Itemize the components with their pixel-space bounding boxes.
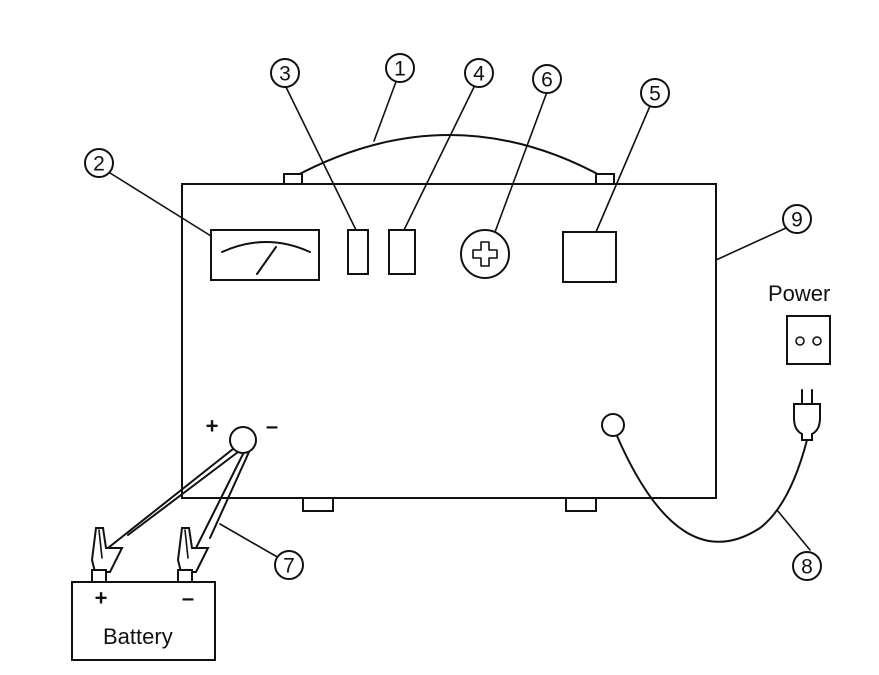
callout-2: 2 (84, 148, 114, 178)
svg-text:7: 7 (283, 555, 295, 578)
battery-label: Battery (103, 624, 173, 649)
svg-text:5: 5 (649, 83, 661, 106)
leader-8 (776, 509, 811, 551)
charger-plus-sign: + (206, 414, 219, 439)
leader-2 (109, 172, 212, 237)
positive-clamp (90, 527, 124, 583)
leader-9 (715, 227, 787, 261)
power-plug (793, 389, 821, 441)
callout-9: 9 (782, 204, 812, 234)
cord-grommet (601, 413, 625, 437)
output-terminal (229, 426, 257, 454)
handle-mount-left (283, 173, 303, 185)
handle-mount-right (595, 173, 615, 185)
callout-7: 7 (274, 550, 304, 580)
leader-6 (494, 91, 548, 233)
power-label: Power (768, 281, 830, 306)
svg-text:9: 9 (791, 209, 803, 232)
carry-handle (291, 134, 606, 179)
ammeter (210, 229, 320, 281)
callout-6: 6 (532, 64, 562, 94)
svg-text:1: 1 (394, 58, 406, 81)
wall-outlet (786, 315, 831, 365)
switch-4 (388, 229, 416, 275)
battery-minus-sign: – (182, 586, 194, 611)
svg-text:8: 8 (801, 556, 813, 579)
foot-left (302, 497, 334, 512)
fuse-knob (460, 229, 510, 279)
callout-4: 4 (464, 58, 494, 88)
leader-3 (284, 84, 357, 231)
power-cord (616, 435, 808, 543)
svg-text:2: 2 (93, 153, 105, 176)
callout-5: 5 (640, 78, 670, 108)
callout-8: 8 (792, 551, 822, 581)
callout-3: 3 (270, 58, 300, 88)
callout-1: 1 (385, 53, 415, 83)
positive-clamp-cable-inner (107, 448, 234, 549)
svg-text:3: 3 (279, 63, 291, 86)
negative-clamp-cable-inner (195, 453, 244, 549)
indicator-square (562, 231, 617, 283)
positive-clamp-cable (127, 451, 239, 536)
negative-clamp (176, 527, 210, 583)
leader-1 (373, 78, 398, 142)
leader-4 (403, 84, 476, 231)
svg-text:6: 6 (541, 69, 553, 92)
switch-3 (347, 229, 369, 275)
svg-text:4: 4 (473, 63, 485, 86)
battery-plus-sign: + (95, 586, 108, 611)
battery-box (71, 581, 216, 661)
leader-5 (595, 105, 651, 233)
foot-right (565, 497, 597, 512)
leader-7 (219, 523, 287, 563)
negative-clamp-cable (209, 451, 250, 539)
charger-minus-sign: – (266, 414, 278, 439)
